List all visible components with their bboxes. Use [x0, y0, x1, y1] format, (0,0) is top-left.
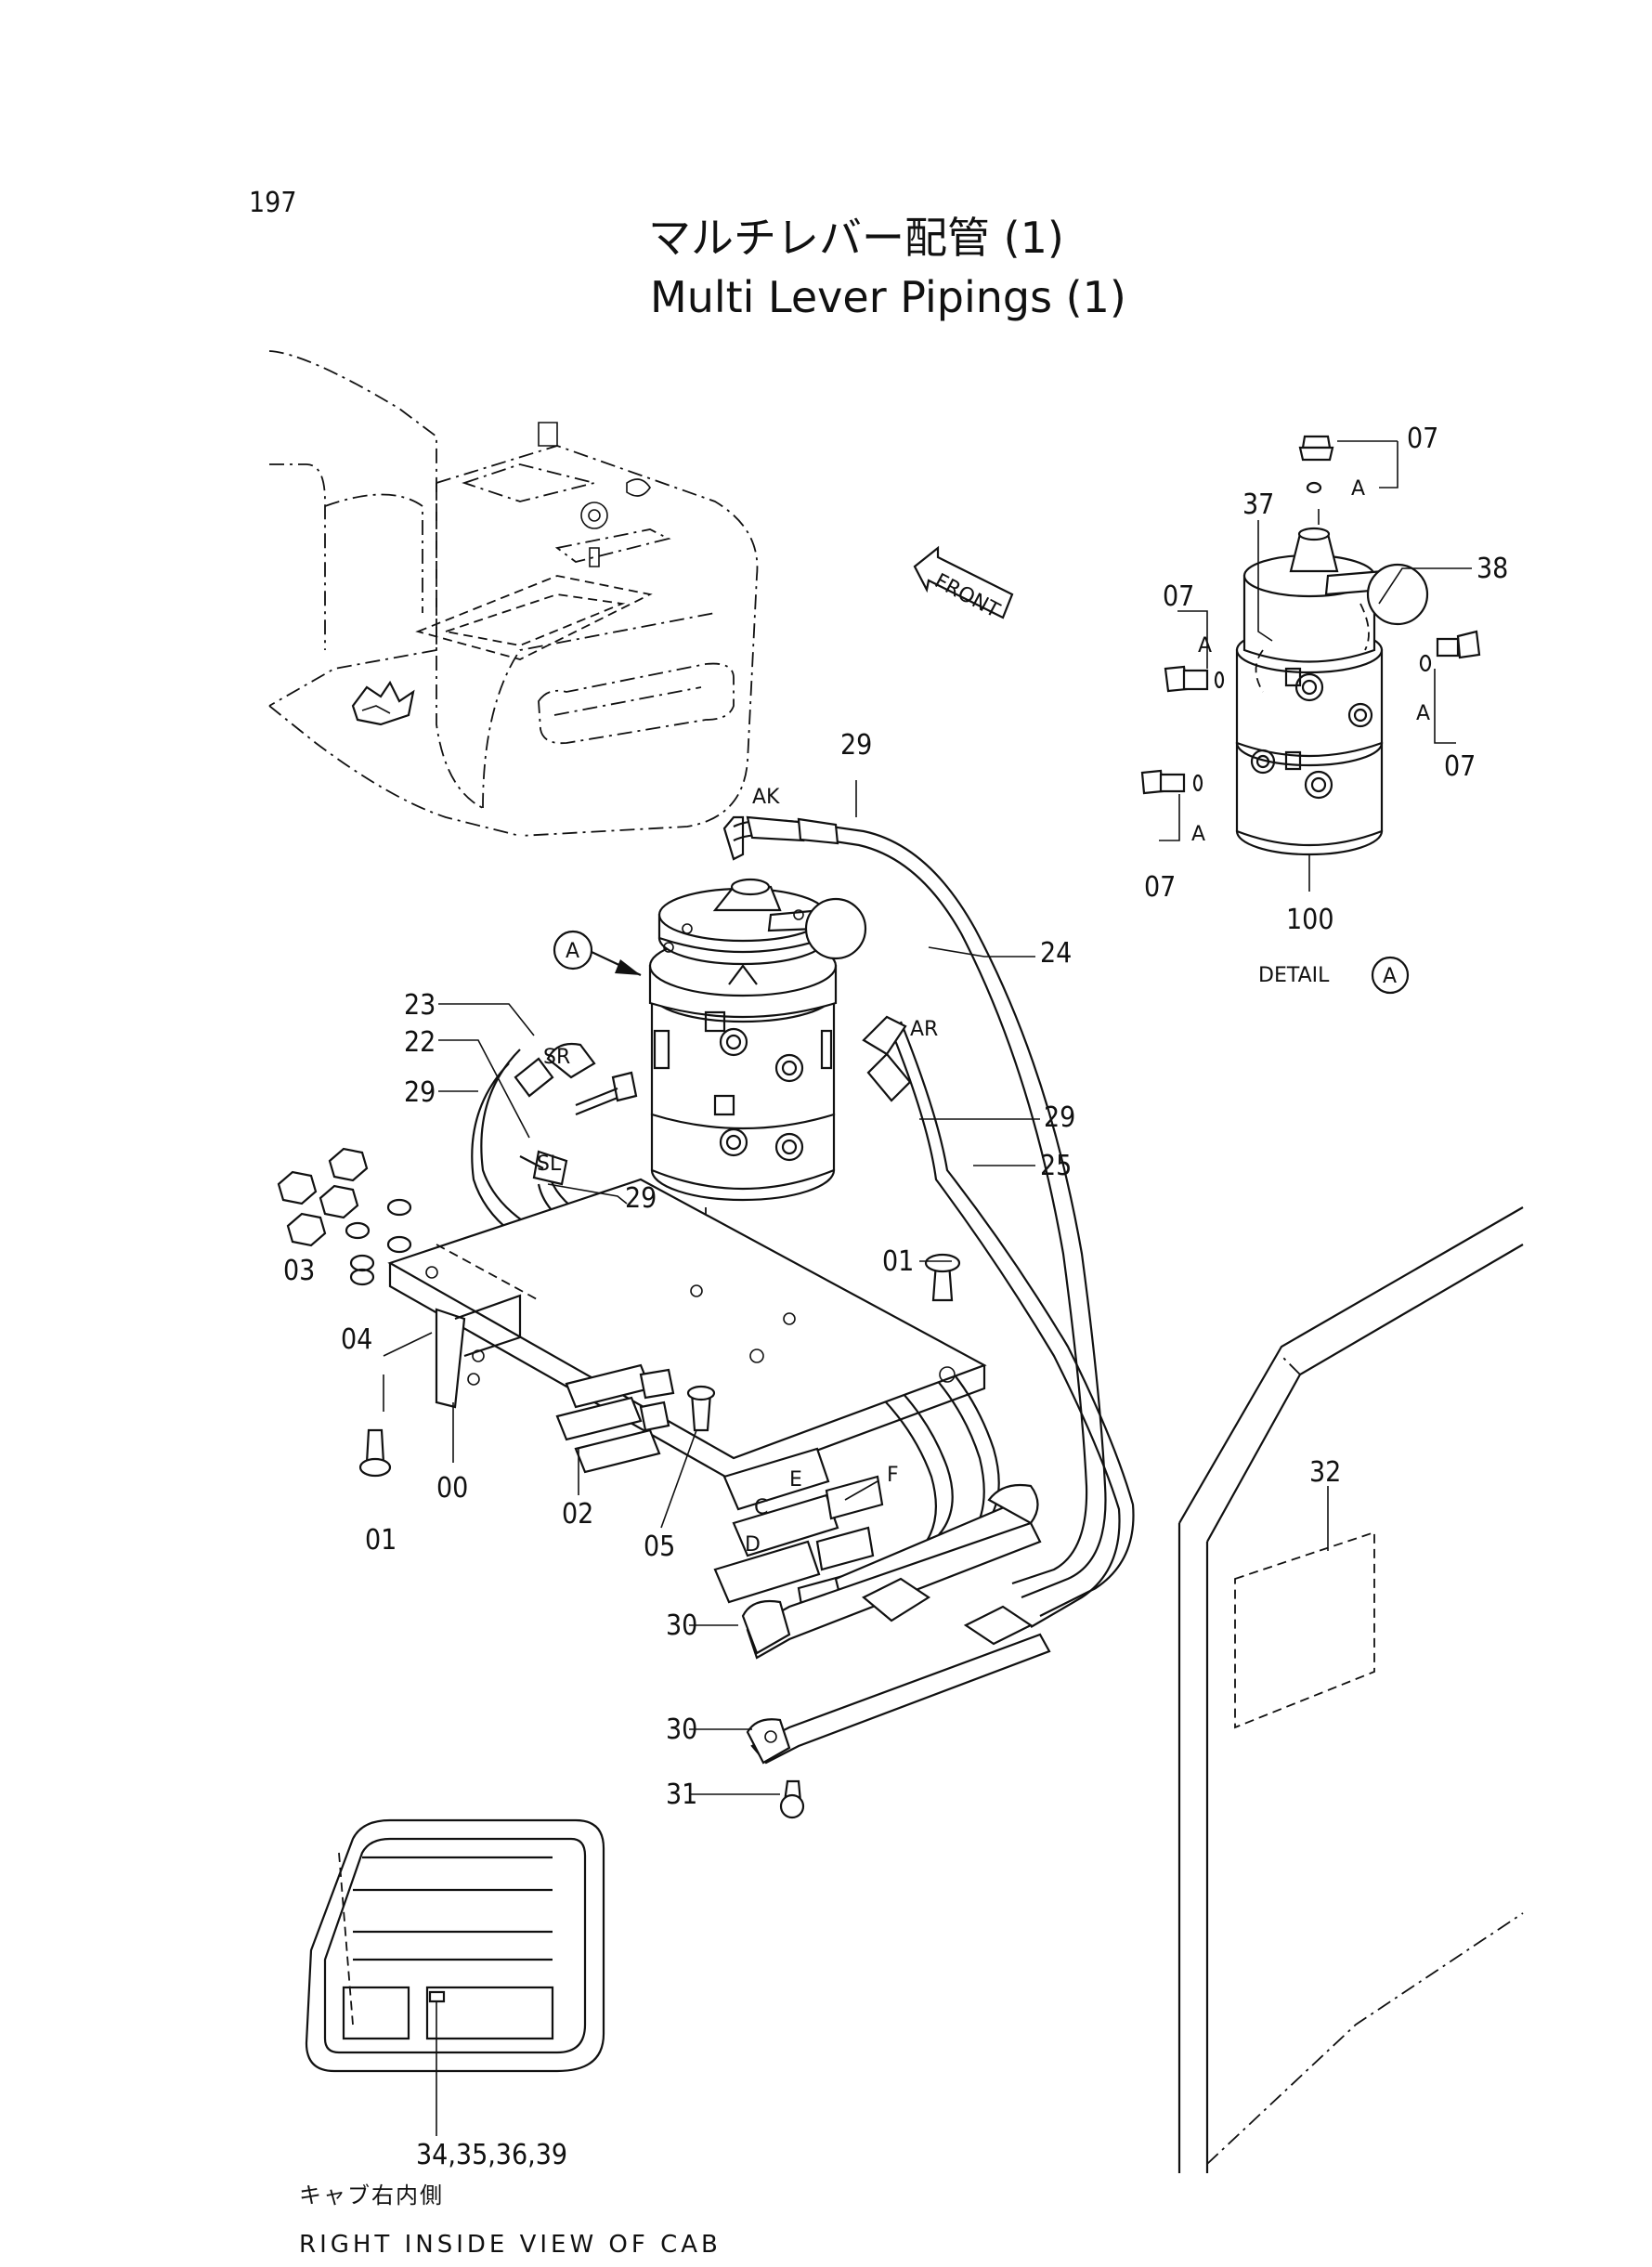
callout-a-letter: A — [566, 940, 579, 963]
part-04: 04 — [341, 1323, 372, 1356]
port-d: D — [745, 1533, 761, 1557]
port-ak: AK — [752, 786, 780, 809]
cab-console — [268, 350, 759, 837]
part-38: 38 — [1476, 553, 1508, 585]
detail-caption: DETAIL — [1258, 964, 1330, 987]
port-c: C — [754, 1496, 768, 1519]
part-29-left: 29 — [404, 1076, 436, 1109]
callout-a-marker: A — [553, 930, 642, 976]
part-22: 22 — [404, 1026, 436, 1059]
detail-ref-circle — [1371, 956, 1410, 995]
part-31: 31 — [666, 1778, 697, 1811]
part-01-right: 01 — [882, 1245, 914, 1278]
port-sl: SL — [537, 1153, 562, 1176]
detail-a-valve — [1140, 435, 1481, 856]
port-ar: AR — [910, 1018, 938, 1041]
part-07-right: 07 — [1444, 750, 1476, 783]
part-02: 02 — [562, 1498, 593, 1531]
valve-bracket — [387, 1178, 987, 1483]
port-sr: SR — [543, 1046, 570, 1069]
part-29-mid: 29 — [625, 1182, 657, 1215]
front-arrow: FRONT — [913, 545, 1014, 623]
detail-ref-letter: A — [1383, 965, 1397, 988]
left-fasteners — [277, 1147, 961, 1478]
part-29-right: 29 — [1044, 1101, 1075, 1134]
title-english: Multi Lever Pipings (1) — [650, 272, 1126, 322]
part-34-35-36-39: 34,35,36,39 — [416, 2139, 567, 2171]
part-37: 37 — [1242, 489, 1274, 521]
detail-a-label-1: A — [1351, 477, 1365, 501]
page-number: 197 — [249, 187, 297, 219]
part-07-top: 07 — [1407, 423, 1438, 455]
detail-a-label-4: A — [1191, 823, 1205, 846]
part-24: 24 — [1040, 937, 1072, 970]
part-00: 00 — [436, 1472, 468, 1505]
part-23: 23 — [404, 989, 436, 1022]
front-label: FRONT — [930, 569, 1004, 623]
port-e: E — [789, 1468, 802, 1492]
part-03: 03 — [283, 1255, 315, 1287]
part-29-top: 29 — [840, 729, 872, 762]
part-07-bottom: 07 — [1144, 871, 1176, 904]
part-30-b: 30 — [666, 1713, 697, 1746]
part-100: 100 — [1286, 904, 1334, 936]
title-japanese: マルチレバー配管 (1) — [648, 213, 1064, 263]
port-f: F — [887, 1464, 899, 1487]
part-30-a: 30 — [666, 1609, 697, 1642]
part-25: 25 — [1040, 1150, 1072, 1182]
cab-wall-panel — [1177, 1206, 1524, 2173]
cab-inside-view — [305, 1818, 605, 2073]
part-05: 05 — [644, 1531, 675, 1563]
leader-lines — [383, 440, 1472, 2136]
multi-lever-valve — [648, 878, 867, 1412]
detail-a-label-2: A — [1198, 634, 1212, 658]
part-32: 32 — [1309, 1456, 1341, 1489]
bottom-fittings — [555, 1363, 1051, 1819]
part-07-left: 07 — [1163, 580, 1194, 613]
part-01-left: 01 — [365, 1524, 397, 1557]
detail-a-label-3: A — [1416, 702, 1430, 725]
